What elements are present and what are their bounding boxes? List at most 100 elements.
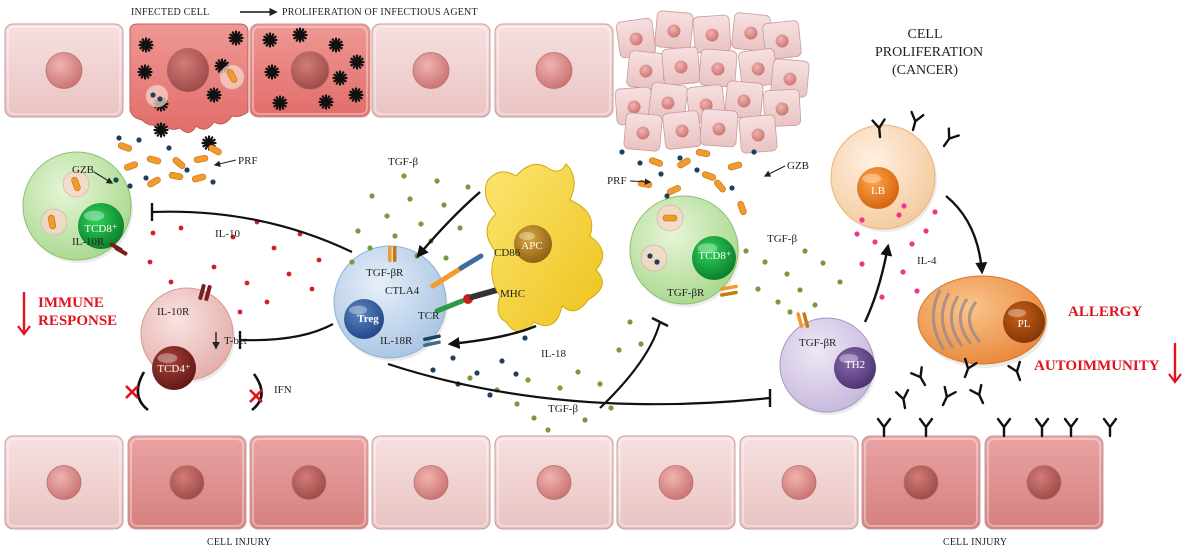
- antibody-icon-3: [942, 127, 960, 148]
- perforin-dot: [116, 135, 122, 141]
- antibody-icon-4: [910, 366, 927, 387]
- asterisk-icon-15: [348, 87, 364, 103]
- tgfb-dot: [401, 173, 407, 179]
- pl-er-fold: [950, 295, 964, 347]
- released-granule-right-9: [695, 149, 711, 157]
- perforin-dot: [522, 335, 528, 341]
- tcd8-left-nucleus: [78, 203, 124, 249]
- tgfb-dot: [467, 375, 473, 381]
- perforin-dot: [647, 253, 653, 259]
- asterisk-icon-7: [153, 122, 169, 138]
- gzb-right-label: GZB: [787, 160, 809, 172]
- il10-dot: [286, 271, 292, 277]
- il4-dot: [901, 203, 907, 209]
- cancer-cell-nucleus: [705, 28, 719, 42]
- tgfbr-receptor-tcd8-a: [720, 284, 738, 291]
- inhibit-treg-to-tcd4-icon: [239, 323, 334, 342]
- tgfb-dot: [355, 228, 361, 234]
- il10-dot: [178, 225, 184, 231]
- il10-dot: [230, 234, 236, 240]
- cancer-caption-line-2: PROLIFERATION: [875, 45, 984, 60]
- tcr-molecule: [434, 298, 465, 314]
- perforin-dot: [694, 167, 700, 173]
- bottom-cell-2: [127, 435, 247, 530]
- cd86-label: CD86: [494, 247, 521, 259]
- apc-cell: [484, 163, 604, 333]
- prf-left-pointer-icon: [213, 159, 237, 167]
- lb-to-pl-arrow-icon: [945, 195, 988, 275]
- infected-vesicle-2-membrane: [145, 84, 169, 108]
- cancer-caption-line-1: CELL: [907, 27, 943, 42]
- il4-dot: [923, 228, 929, 234]
- tgfb-dot: [443, 255, 449, 261]
- cancer-cell-nucleus: [639, 64, 653, 78]
- cancer-cell-nucleus: [629, 32, 643, 46]
- perforin-dot: [136, 137, 142, 143]
- asterisk-icon-2: [228, 30, 244, 46]
- cancer-cell-2: [654, 10, 694, 50]
- antibody-icon-6: [1007, 360, 1022, 382]
- antibody-stroke: [1102, 417, 1118, 438]
- cancer-cell-nucleus: [711, 62, 725, 76]
- asterisk-ray: [138, 67, 152, 77]
- asterisk-ray: [154, 125, 168, 135]
- asterisk-icon-13: [264, 64, 280, 80]
- il4-dot: [900, 269, 906, 275]
- bottom-cell-7-highlight: [742, 438, 856, 527]
- tgfb-dot: [784, 271, 790, 277]
- antibody-icon-10: [876, 417, 892, 438]
- tcd8-right-nucleus: [692, 236, 736, 280]
- il10-dot: [147, 259, 153, 265]
- gzb-right-pointer-icon: [763, 165, 786, 177]
- asterisk-ray: [215, 61, 229, 71]
- tgfbr-tcd8-label: TGF-βR: [667, 287, 705, 299]
- released-granule-left-8: [193, 155, 209, 163]
- bottom-cell-2-nucleus: [169, 465, 205, 500]
- prf-left-label: PRF: [238, 155, 258, 167]
- asterisk-icon-5: [206, 87, 222, 103]
- tgfb-dot: [531, 415, 537, 421]
- bottom-cell-4-highlight: [374, 438, 488, 527]
- cancer-cell-nucleus: [775, 102, 789, 116]
- proliferating-infected-cell-highlight: [252, 26, 368, 115]
- il18r-receptor-treg-b: [423, 340, 441, 348]
- tgfb-dot: [582, 417, 588, 423]
- bottom-cell-5-highlight: [497, 438, 611, 527]
- cancer-cell-nucleus: [627, 100, 641, 114]
- asterisk-ray: [265, 67, 279, 77]
- il4-label: IL-4: [917, 255, 937, 267]
- top-cell-1: [4, 23, 124, 118]
- tgfb-dot: [638, 341, 644, 347]
- il10-label: IL-10: [215, 228, 241, 240]
- top-cell-1-highlight: [7, 26, 121, 115]
- treg-cell: [333, 245, 448, 361]
- antibody-icon-14: [1063, 417, 1079, 438]
- cancer-caption: CELL PROLIFERATION (CANCER): [875, 26, 984, 80]
- top-cell-5-highlight: [497, 26, 611, 115]
- perforin-dot: [677, 155, 683, 161]
- antibody-stroke: [969, 383, 985, 405]
- cancer-cell-nucleus: [751, 128, 765, 142]
- cancer-cell-nucleus: [744, 26, 758, 40]
- proliferation-caption: PROLIFERATION OF INFECTIOUS AGENT: [282, 7, 478, 18]
- tgfb-dot: [743, 248, 749, 254]
- tgfb-right-label: TGF-β: [767, 233, 798, 245]
- cancer-cell-16: [623, 112, 663, 152]
- cancer-cell-nucleus: [699, 98, 713, 112]
- gzb-left-label: GZB: [72, 164, 94, 176]
- cytokine-dot-layer: [113, 135, 938, 433]
- tgfb-dot: [545, 427, 551, 433]
- released-granule-left-6: [191, 173, 207, 183]
- tcd4-arc-left: [136, 371, 149, 412]
- bottom-cell-9-highlight: [987, 438, 1101, 527]
- il10r-receptor-tcd8-b: [114, 246, 128, 256]
- tgfb-dot: [465, 184, 471, 190]
- allergy-label: ALLERGY: [1068, 304, 1143, 320]
- perforin-dot: [430, 367, 436, 373]
- immune-response-line-1: IMMUNE: [38, 295, 104, 311]
- bottom-cell-8: [861, 435, 981, 530]
- perforin-dot: [184, 167, 190, 173]
- bottom-cell-6: [616, 435, 736, 530]
